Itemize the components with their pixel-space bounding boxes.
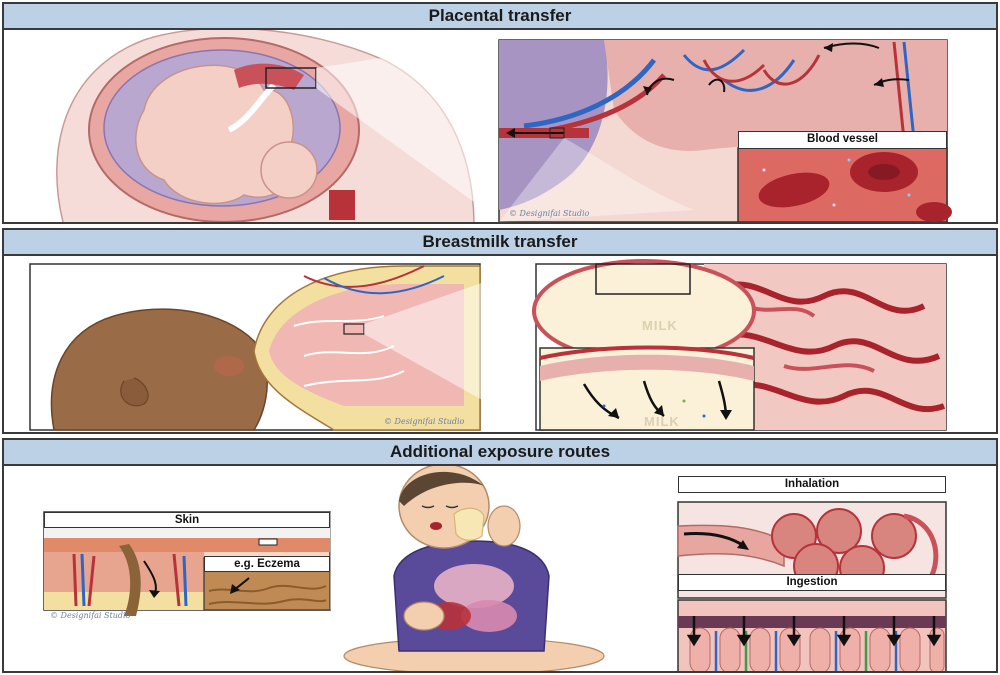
infant-ear bbox=[120, 377, 149, 407]
child-right-hand bbox=[487, 505, 521, 547]
milk-label-alveolus: MILK bbox=[642, 318, 678, 333]
infant-head bbox=[50, 308, 268, 431]
skin-label: Skin bbox=[44, 512, 330, 528]
eczema-label: e.g. Eczema bbox=[204, 556, 330, 572]
blood-vessel-inset bbox=[737, 147, 952, 222]
placental-transfer-panel: Placental transfer bbox=[2, 2, 998, 224]
fetal-head bbox=[260, 141, 318, 199]
child-hair bbox=[399, 471, 484, 506]
placental-transfer-illustration: © Designifai Studio bbox=[56, 30, 952, 222]
breastmilk-credit: © Designifai Studio bbox=[384, 417, 465, 426]
breastmilk-transfer-title: Breastmilk transfer bbox=[4, 230, 996, 256]
zoom-box-vessel bbox=[549, 127, 565, 139]
zoom-box-skin bbox=[258, 538, 278, 546]
child-stomach bbox=[461, 600, 517, 632]
zoom-box-alveolus bbox=[595, 263, 691, 295]
child-figure bbox=[330, 466, 678, 671]
zoom-beam bbox=[316, 40, 499, 220]
alveolus-zoom-inset bbox=[539, 345, 755, 431]
infant-cheek bbox=[214, 356, 244, 376]
ingestion-inset bbox=[677, 599, 947, 671]
additional-exposure-title: Additional exposure routes bbox=[4, 440, 996, 466]
ingestion-label: Ingestion bbox=[678, 574, 946, 591]
umbilical-cord bbox=[227, 82, 277, 133]
milk-label-zoom: MILK bbox=[644, 414, 680, 429]
placental-transfer-title: Placental transfer bbox=[4, 4, 996, 30]
additional-credit: © Designifai Studio bbox=[50, 611, 131, 620]
breastmilk-illustration: © Designifai Studio bbox=[29, 259, 947, 431]
additional-exposure-illustration: © Designifai Studio bbox=[43, 466, 947, 671]
child-left-hand bbox=[403, 601, 445, 631]
additional-exposure-panel: Additional exposure routes © Designifai … bbox=[2, 438, 998, 673]
alveoli-detail-inset bbox=[532, 259, 947, 431]
teething-toy bbox=[453, 507, 485, 541]
child-lungs bbox=[434, 564, 514, 608]
placental-credit: © Designifai Studio bbox=[509, 209, 590, 218]
placenta bbox=[234, 63, 304, 90]
beam-skin bbox=[330, 512, 404, 610]
zoom-beam-breast bbox=[364, 264, 536, 430]
blood-vessel-label: Blood vessel bbox=[738, 131, 947, 149]
breastmilk-transfer-panel: Breastmilk transfer © Designifai Studio bbox=[2, 228, 998, 434]
inhalation-label: Inhalation bbox=[678, 476, 946, 493]
cervix bbox=[329, 190, 355, 220]
skin-inset: © Designifai Studio bbox=[43, 511, 331, 620]
